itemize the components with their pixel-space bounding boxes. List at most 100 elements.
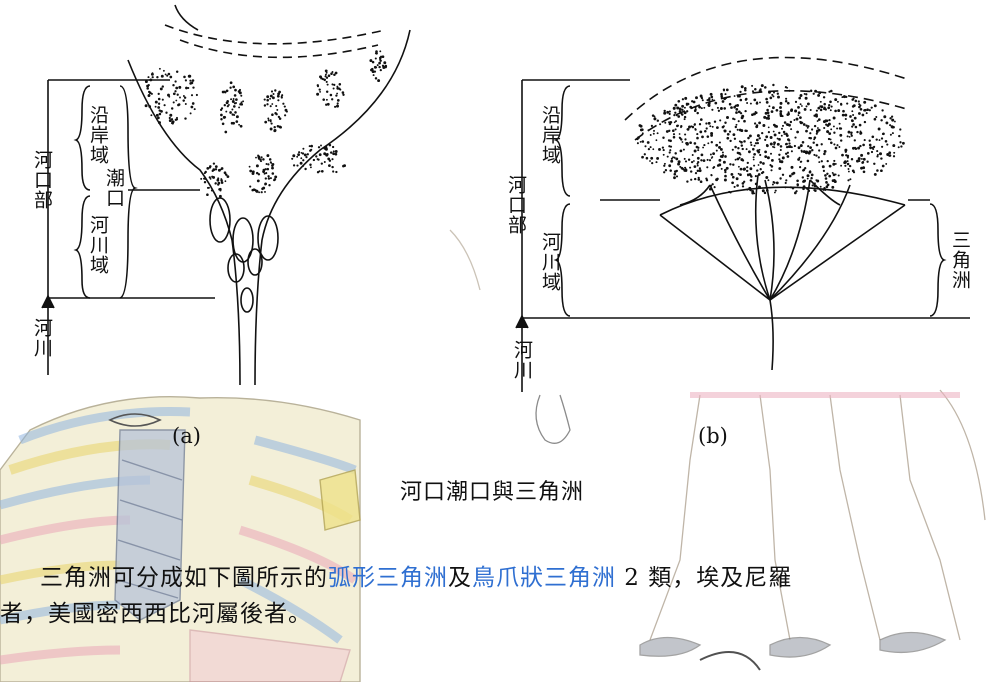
sediment-dot bbox=[708, 187, 712, 191]
sediment-dot bbox=[705, 177, 708, 180]
sediment-dot bbox=[686, 102, 690, 106]
sediment-dot bbox=[302, 164, 305, 167]
sediment-dot bbox=[758, 148, 761, 151]
sediment-dot bbox=[828, 132, 832, 135]
sediment-dot bbox=[214, 168, 218, 171]
sediment-dot bbox=[147, 84, 150, 87]
sediment-dot bbox=[779, 106, 782, 109]
sediment-dot bbox=[668, 164, 672, 168]
sediment-dot bbox=[885, 162, 888, 165]
sediment-dot bbox=[666, 155, 669, 158]
sediment-dot bbox=[167, 93, 170, 97]
sediment-dot bbox=[844, 113, 848, 117]
sediment-dot bbox=[831, 179, 835, 183]
sediment-dot bbox=[693, 165, 697, 168]
sediment-dot bbox=[320, 169, 324, 173]
sediment-dot bbox=[190, 105, 194, 109]
sediment-dot bbox=[264, 168, 267, 171]
sediment-dot bbox=[738, 152, 741, 155]
sediment-dot bbox=[672, 156, 674, 159]
sediment-dot bbox=[684, 166, 687, 169]
sediment-dot bbox=[195, 93, 198, 97]
sediment-dot bbox=[158, 67, 161, 70]
sediment-dot bbox=[269, 120, 272, 123]
sediment-dot bbox=[292, 164, 296, 167]
sediment-dot bbox=[381, 55, 385, 59]
sediment-dot bbox=[686, 128, 690, 131]
sediment-dot bbox=[733, 95, 736, 97]
sediment-dot bbox=[871, 135, 875, 139]
sediment-dot bbox=[710, 132, 714, 135]
sediment-dot bbox=[371, 67, 374, 71]
sediment-dot bbox=[269, 94, 273, 98]
sediment-dot bbox=[150, 114, 153, 117]
sediment-dot bbox=[271, 113, 274, 116]
sediment-dot bbox=[234, 88, 237, 92]
sediment-dot bbox=[206, 193, 209, 196]
sediment-dot bbox=[829, 138, 832, 141]
sediment-dot bbox=[226, 100, 229, 103]
sediment-dot bbox=[292, 154, 296, 158]
sediment-dot bbox=[266, 98, 269, 102]
sediment-dot bbox=[796, 184, 799, 187]
sediment-dot bbox=[673, 113, 676, 117]
sediment-dot bbox=[828, 104, 831, 107]
sediment-dot bbox=[374, 77, 378, 80]
panel-a-lines bbox=[41, 4, 411, 386]
sediment-dot bbox=[716, 106, 719, 109]
sediment-dot bbox=[799, 166, 802, 169]
sediment-dot bbox=[791, 172, 794, 176]
sediment-dot bbox=[147, 94, 151, 98]
paragraph-line-2: 者，美國密西西比河屬後者。 bbox=[0, 601, 312, 627]
sediment-dot bbox=[696, 156, 700, 160]
sediment-dot bbox=[759, 168, 762, 171]
sediment-dot bbox=[158, 121, 161, 125]
sediment-dot bbox=[847, 170, 850, 173]
sediment-dot bbox=[892, 155, 896, 158]
sediment-dot bbox=[746, 102, 749, 104]
sediment-dot bbox=[189, 112, 192, 115]
sediment-dot bbox=[854, 125, 858, 129]
sediment-dot bbox=[833, 143, 836, 146]
sediment-dot bbox=[662, 153, 665, 156]
sediment-dot bbox=[772, 123, 775, 126]
sediment-dot bbox=[171, 120, 175, 124]
sediment-dot bbox=[325, 71, 328, 74]
sediment-dot bbox=[776, 142, 780, 146]
sediment-dot bbox=[714, 101, 718, 105]
sediment-dot bbox=[269, 127, 273, 131]
sediment-dot bbox=[316, 84, 319, 87]
sediment-dot bbox=[724, 121, 727, 125]
sediment-dot bbox=[689, 141, 692, 145]
sediment-dot bbox=[863, 139, 866, 142]
sediment-dot bbox=[663, 171, 666, 174]
sediment-dot bbox=[733, 185, 736, 188]
sediment-dot bbox=[697, 178, 701, 181]
sediment-dot bbox=[844, 164, 847, 167]
sediment-dot bbox=[158, 112, 162, 116]
sediment-dot bbox=[686, 180, 689, 183]
sediment-dot bbox=[208, 186, 210, 189]
sediment-dot bbox=[372, 74, 375, 77]
sediment-dot bbox=[669, 120, 673, 124]
sediment-dot bbox=[220, 113, 223, 117]
sediment-dot bbox=[711, 98, 714, 101]
sediment-dot bbox=[296, 164, 299, 167]
sediment-dot bbox=[672, 129, 675, 132]
sediment-dot bbox=[854, 146, 857, 149]
sediment-dot bbox=[724, 170, 727, 174]
sediment-dot bbox=[681, 98, 685, 101]
sediment-dot bbox=[740, 158, 744, 162]
sediment-dot bbox=[869, 146, 873, 150]
sediment-dot bbox=[722, 160, 726, 164]
sediment-dot bbox=[686, 110, 689, 113]
sediment-dot bbox=[775, 181, 779, 185]
sediment-dot bbox=[257, 173, 261, 176]
sediment-dot bbox=[757, 173, 761, 176]
sediment-dot bbox=[264, 177, 267, 180]
sediment-dot bbox=[170, 118, 174, 121]
sediment-dot bbox=[807, 189, 811, 192]
sediment-dot bbox=[707, 121, 711, 125]
sediment-dot bbox=[217, 168, 221, 172]
